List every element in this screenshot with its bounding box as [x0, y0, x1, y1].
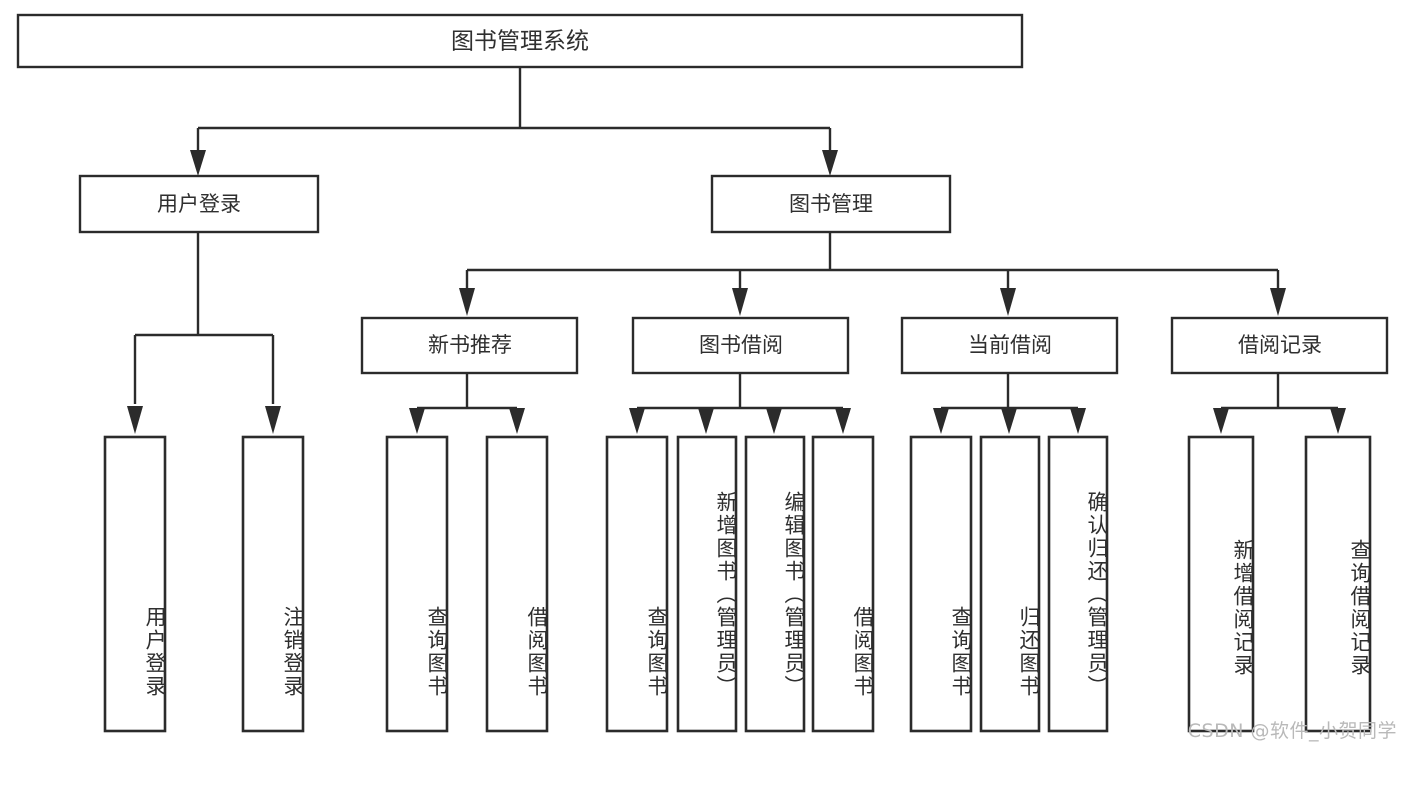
leaf-box-br-add-record[interactable] [1187, 435, 1255, 733]
arrow-leaf-bb-edit [766, 408, 782, 434]
node-new-book-box[interactable] [360, 316, 579, 375]
leaf-box-bb-query-book[interactable] [605, 435, 669, 733]
arrow-to-book-borrow [732, 288, 748, 316]
arrow-leaf-br-query [1330, 408, 1346, 434]
arrow-leaf-cb-confirm [1070, 408, 1086, 434]
leaf-box-nb-borrow-book[interactable] [485, 435, 549, 733]
node-user-login-label: 用户登录 [157, 192, 241, 216]
leaf-box-bb-add-book[interactable] [676, 435, 738, 733]
arrow-leaf-cb-return [1001, 408, 1017, 434]
leaf-box-cb-confirm-return[interactable] [1047, 435, 1109, 733]
leaf-box-bb-borrow-book[interactable] [811, 435, 875, 733]
arrow-to-borrow-record [1270, 288, 1286, 316]
node-root-box[interactable] [16, 13, 1024, 69]
leaf-box-nb-query-book[interactable] [385, 435, 449, 733]
edge-layer [127, 67, 1346, 434]
node-book-mgmt-box[interactable] [710, 174, 952, 234]
hierarchy-diagram: 图书管理系统 用户登录 图书管理 新书推荐 图书借阅 当前借阅 借阅记录 [16, 13, 1397, 742]
arrow-leaf-newbook-borrow [509, 408, 525, 434]
arrow-leaf-bb-add [698, 408, 714, 434]
arrow-to-new-book [459, 288, 475, 316]
node-new-book-label: 新书推荐 [428, 333, 512, 357]
leaf-box-cb-query-book[interactable] [909, 435, 973, 733]
arrow-leaf-bb-borrow [835, 408, 851, 434]
arrow-to-user-login [190, 150, 206, 176]
node-current-borrow-label: 当前借阅 [968, 333, 1052, 357]
arrow-leaf-newbook-query [409, 408, 425, 434]
leaf-box-cb-return-book[interactable] [979, 435, 1041, 733]
leaf-box-user-login[interactable] [103, 435, 167, 733]
arrow-leaf-bb-query [629, 408, 645, 434]
node-book-borrow-label: 图书借阅 [699, 333, 783, 357]
node-root-label: 图书管理系统 [451, 29, 589, 55]
csdn-watermark: CSDN @软件_小贺同学 [1187, 720, 1397, 742]
arrow-to-current-borrow [1000, 288, 1016, 316]
arrow-leaf-br-add [1213, 408, 1229, 434]
leaf-box-logout[interactable] [241, 435, 305, 733]
node-book-mgmt-label: 图书管理 [789, 192, 873, 216]
node-layer: 图书管理系统 用户登录 图书管理 新书推荐 图书借阅 当前借阅 借阅记录 [16, 13, 1389, 733]
node-user-login-box[interactable] [78, 174, 320, 234]
arrow-to-book-mgmt [822, 150, 838, 176]
arrow-leaf-logout [265, 406, 281, 434]
node-current-borrow-box[interactable] [900, 316, 1119, 375]
node-borrow-record-box[interactable] [1170, 316, 1389, 375]
node-book-borrow-box[interactable] [631, 316, 850, 375]
tree-diagram-canvas: 图书管理系统 用户登录 图书管理 新书推荐 图书借阅 当前借阅 借阅记录 [16, 13, 1389, 733]
arrow-leaf-user-login [127, 406, 143, 434]
leaf-box-bb-edit-book[interactable] [744, 435, 806, 733]
node-borrow-record-label: 借阅记录 [1238, 333, 1322, 357]
arrow-leaf-cb-query [933, 408, 949, 434]
leaf-box-br-query-record[interactable] [1304, 435, 1372, 733]
